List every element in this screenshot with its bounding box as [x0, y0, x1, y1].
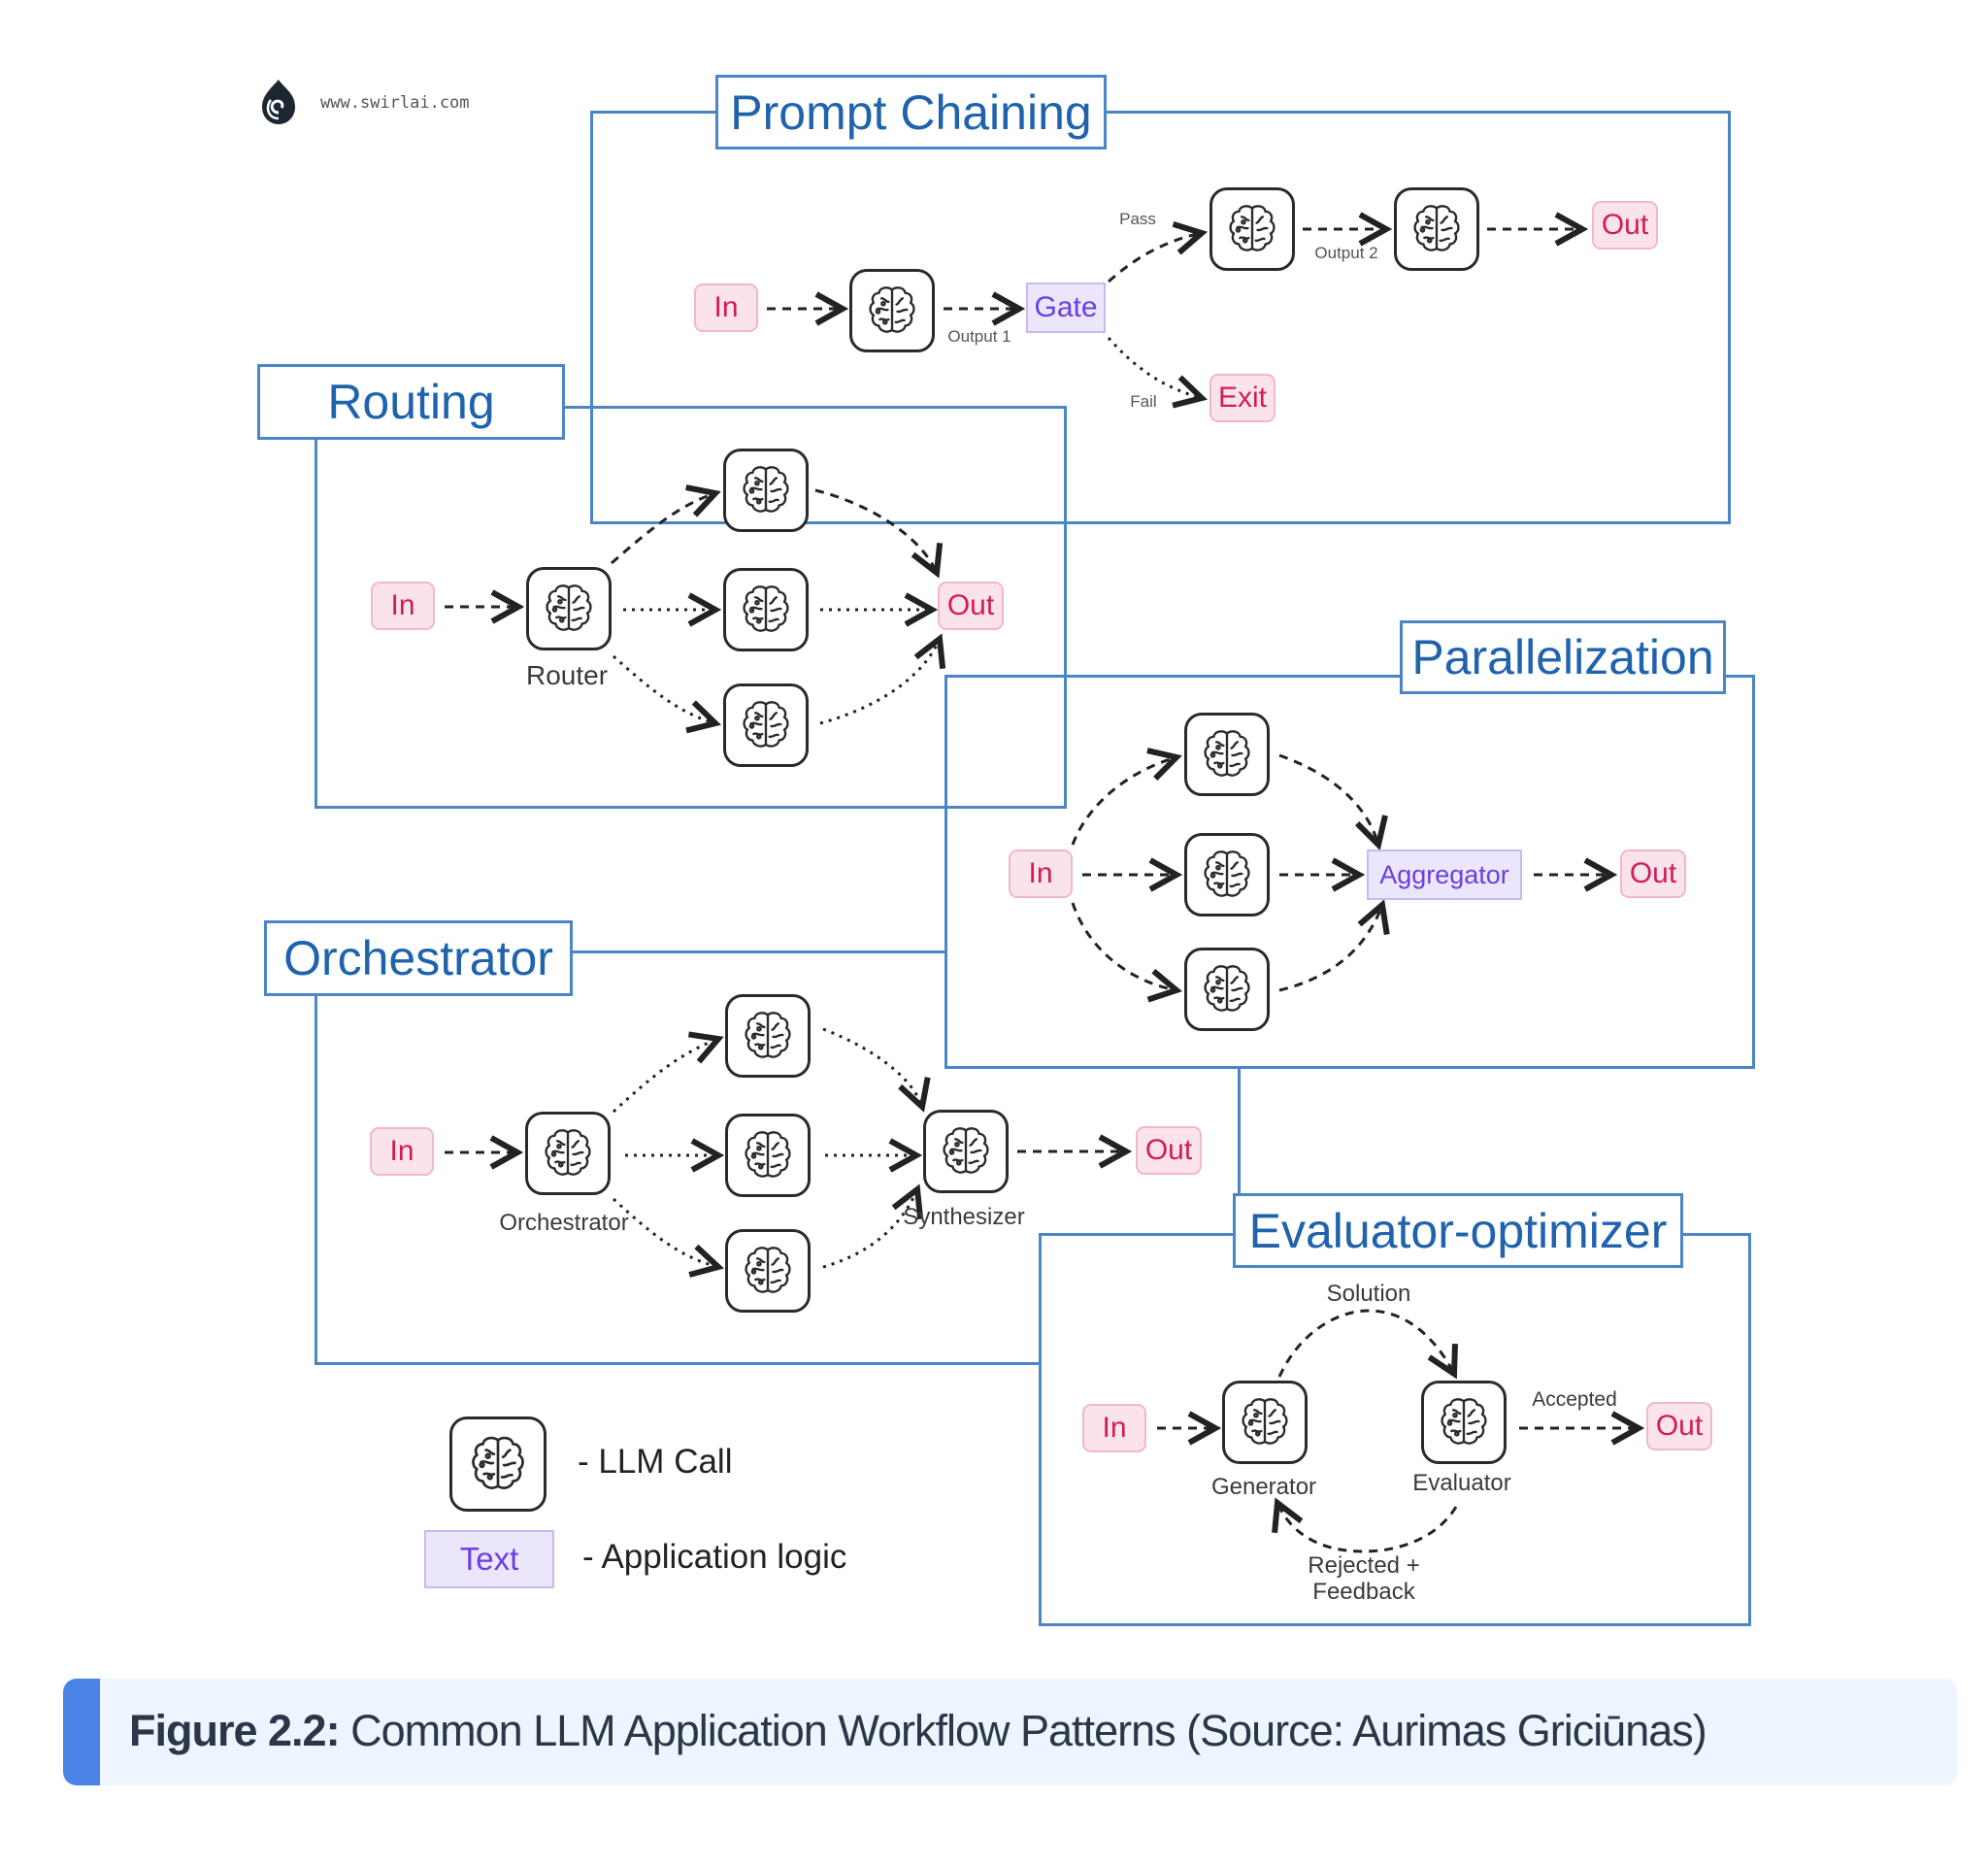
llm-call-node	[725, 994, 811, 1078]
brain-icon	[1408, 201, 1465, 257]
parallelization-title: Parallelization	[1400, 620, 1726, 694]
llm-call-node	[1184, 713, 1270, 796]
brain-icon	[1199, 726, 1255, 783]
caption-body: Common LLM Application Workflow Patterns…	[339, 1706, 1707, 1755]
prompt-chaining-out: Out	[1592, 201, 1658, 250]
parallelization-frame	[944, 675, 1755, 1069]
llm-call-node	[1184, 833, 1270, 916]
llm-call-node	[723, 449, 809, 532]
routing-frame	[315, 406, 1067, 809]
legend-logic-sample: Text	[424, 1530, 554, 1588]
brain-icon	[540, 1125, 596, 1182]
figure-caption: Figure 2.2: Common LLM Application Workf…	[63, 1679, 1957, 1785]
llm-call-node	[723, 683, 809, 767]
label-orchestrator: Orchestrator	[499, 1210, 629, 1236]
llm-call-node	[1184, 948, 1270, 1031]
caption-text: Figure 2.2: Common LLM Application Workf…	[129, 1706, 1707, 1756]
routing-title: Routing	[257, 364, 565, 440]
label-synthesizer: Synthesizer	[903, 1204, 1025, 1230]
arrow-or-top-synth	[822, 1027, 922, 1107]
parallelization-in: In	[1009, 850, 1073, 898]
brain-icon	[740, 1243, 796, 1299]
legend-logic-label: - Application logic	[582, 1538, 847, 1576]
watermark-url: www.swirlai.com	[320, 93, 470, 113]
llm-call-node	[1209, 187, 1295, 271]
brain-icon	[738, 582, 794, 638]
orchestrator-out: Out	[1136, 1126, 1202, 1175]
caption-accent-bar	[63, 1679, 100, 1785]
label-rejected: Rejected +	[1308, 1552, 1420, 1579]
brain-icon	[740, 1127, 796, 1183]
parallel-evaluator-connector	[1238, 1068, 1241, 1196]
routing-out: Out	[938, 582, 1004, 630]
evaluator-in: In	[1082, 1404, 1146, 1452]
caption-label: Figure 2.2:	[129, 1706, 341, 1755]
orchestrator-llm-node	[525, 1112, 611, 1195]
routing-in: In	[371, 582, 435, 630]
label-pass: Pass	[1119, 210, 1156, 228]
legend-llm-box	[449, 1416, 547, 1512]
brain-icon	[938, 1123, 994, 1180]
llm-call-node	[723, 568, 809, 651]
label-evaluator: Evaluator	[1412, 1470, 1511, 1496]
brain-icon	[864, 283, 920, 339]
aggregator-node: Aggregator	[1367, 850, 1522, 900]
orchestrator-title: Orchestrator	[264, 920, 573, 996]
label-accepted: Accepted	[1532, 1388, 1617, 1411]
brain-icon	[466, 1432, 530, 1496]
brain-icon	[1199, 847, 1255, 903]
arrow-or-orch-top	[612, 1039, 718, 1114]
label-generator: Generator	[1210, 1474, 1317, 1500]
evaluator-llm-node	[1421, 1381, 1507, 1464]
prompt-chaining-exit: Exit	[1209, 374, 1276, 422]
router-llm-node	[526, 567, 612, 650]
llm-call-node	[725, 1114, 811, 1197]
label-output-2: Output 2	[1314, 244, 1378, 262]
evaluator-optimizer-title: Evaluator-optimizer	[1233, 1193, 1683, 1268]
swirl-logo-icon	[258, 78, 299, 126]
label-router: Router	[525, 660, 609, 690]
arrow-or-orch-bot	[612, 1197, 718, 1267]
brain-icon	[1237, 1394, 1293, 1450]
orchestrator-in: In	[370, 1127, 434, 1176]
brain-icon	[1436, 1394, 1492, 1450]
prompt-chaining-gate: Gate	[1026, 283, 1106, 333]
brain-icon	[738, 462, 794, 518]
label-solution: Solution	[1326, 1281, 1411, 1307]
synthesizer-llm-node	[923, 1110, 1009, 1193]
brain-icon	[740, 1008, 796, 1064]
prompt-chaining-in: In	[694, 283, 758, 332]
legend-llm-label: - LLM Call	[578, 1443, 733, 1481]
llm-call-node	[849, 269, 935, 352]
label-fail: Fail	[1130, 392, 1157, 411]
generator-llm-node	[1222, 1381, 1308, 1464]
llm-call-node	[725, 1229, 811, 1313]
label-feedback: Feedback	[1312, 1579, 1415, 1605]
label-output-1: Output 1	[947, 327, 1011, 346]
brain-icon	[1199, 961, 1255, 1017]
brain-icon	[541, 581, 597, 637]
brain-icon	[1224, 201, 1280, 257]
prompt-chaining-frame	[590, 111, 1731, 524]
brain-icon	[738, 697, 794, 753]
evaluator-out: Out	[1646, 1402, 1712, 1450]
llm-call-node	[1394, 187, 1479, 271]
prompt-chaining-title: Prompt Chaining	[715, 75, 1107, 150]
parallelization-out: Out	[1620, 850, 1686, 898]
